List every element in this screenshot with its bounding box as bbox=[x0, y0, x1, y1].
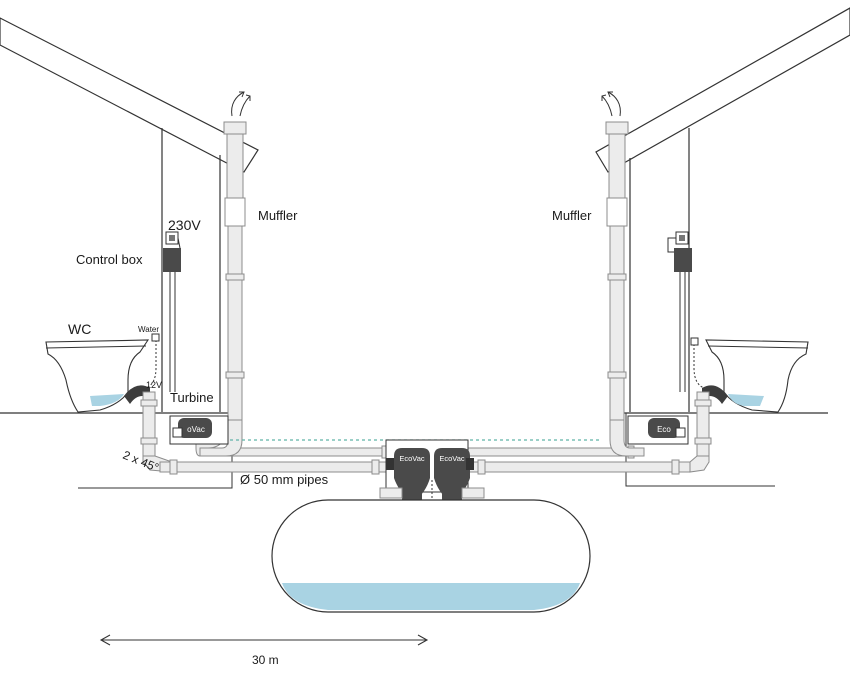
left-roof bbox=[0, 17, 259, 173]
right-exhaust-head-1 bbox=[607, 91, 613, 98]
left-power-wire bbox=[177, 237, 181, 249]
right-drop-joint-2 bbox=[694, 437, 712, 445]
label-control-box: Control box bbox=[76, 252, 143, 267]
label-muffler-left: Muffler bbox=[258, 208, 298, 223]
left-drop-joint-2 bbox=[140, 437, 158, 445]
left-vent-pipe-upper bbox=[226, 133, 244, 199]
left-wc-seat bbox=[45, 345, 147, 349]
main-pipe-joint-3 bbox=[477, 459, 486, 475]
label-230v: 230V bbox=[168, 217, 201, 233]
left-vent-stack bbox=[223, 91, 251, 423]
left-wc-water bbox=[90, 394, 124, 406]
ecovac-outlet-left bbox=[379, 487, 403, 499]
left-wc bbox=[45, 339, 150, 413]
right-wc-seat bbox=[707, 345, 809, 349]
distance-arrow bbox=[99, 634, 429, 646]
tank-water bbox=[282, 583, 580, 610]
left-turbine: oVac bbox=[169, 415, 229, 445]
left-water-valve bbox=[151, 333, 160, 342]
left-electrics bbox=[145, 231, 181, 392]
label-water: Water bbox=[138, 325, 159, 334]
collection-tank bbox=[271, 499, 591, 613]
main-pipe-joint-2 bbox=[371, 459, 380, 475]
right-turbine-body bbox=[648, 418, 680, 438]
right-vent-stack bbox=[601, 91, 629, 423]
ecovac-connector-right bbox=[466, 458, 474, 470]
right-control-box bbox=[674, 248, 692, 272]
right-vent-cap bbox=[605, 121, 629, 135]
label-turbine: Turbine bbox=[170, 390, 214, 405]
left-building bbox=[0, 17, 259, 489]
ecovac-connector-left bbox=[386, 458, 394, 470]
right-vent-pipe-lower bbox=[609, 225, 625, 423]
right-vent-joint-1 bbox=[607, 273, 627, 281]
label-pipes: Ø 50 mm pipes bbox=[240, 472, 329, 487]
main-pipe-joint-4 bbox=[671, 459, 680, 475]
left-vent-cap bbox=[223, 121, 247, 135]
right-water-line bbox=[693, 344, 705, 389]
right-electrics bbox=[667, 231, 705, 392]
left-muffler bbox=[224, 197, 246, 227]
right-wc-bowl bbox=[705, 339, 809, 413]
ecovac-outlet-right bbox=[461, 487, 485, 499]
main-pipe-joint-1 bbox=[169, 459, 178, 475]
label-wc: WC bbox=[68, 321, 91, 337]
right-exhaust-arrow-1 bbox=[607, 91, 621, 117]
right-turbine-brand: Eco bbox=[657, 425, 671, 434]
left-wc-outlet bbox=[124, 385, 150, 404]
left-exhaust-head-2 bbox=[245, 94, 251, 101]
right-roof bbox=[595, 7, 850, 173]
right-wc-water bbox=[728, 394, 764, 406]
right-power-wire bbox=[667, 237, 676, 253]
right-wc bbox=[702, 339, 809, 413]
left-drop-joint-1 bbox=[140, 399, 158, 407]
right-vent-joint-2 bbox=[607, 371, 627, 379]
central-units: EcoVac EcoVac bbox=[379, 439, 485, 524]
right-exhaust-arrow-2 bbox=[601, 95, 613, 117]
left-exhaust-arrow-2 bbox=[239, 95, 251, 117]
left-exhaust-arrow-1 bbox=[231, 91, 245, 117]
left-power-socket-inner bbox=[169, 235, 175, 241]
left-turbine-brand: oVac bbox=[187, 425, 205, 434]
right-vent-elbow bbox=[609, 419, 645, 457]
ecovac-unit-left bbox=[394, 448, 430, 502]
ecovac-unit-right bbox=[434, 448, 470, 502]
left-wc-bowl bbox=[45, 339, 150, 413]
left-control-box bbox=[163, 248, 181, 272]
right-turbine-gauge bbox=[675, 427, 686, 438]
right-exhaust-head-2 bbox=[601, 94, 607, 101]
left-turbine-gauge bbox=[172, 427, 183, 438]
ecovac-brand-right: EcoVac bbox=[439, 454, 465, 463]
left-vent-joint-1 bbox=[225, 273, 245, 281]
right-muffler bbox=[606, 197, 628, 227]
right-elbow-45 bbox=[689, 455, 710, 473]
left-turbine-body bbox=[178, 418, 212, 438]
left-vent-pipe-lower bbox=[227, 225, 243, 423]
left-vent-joint-2 bbox=[225, 371, 245, 379]
right-building bbox=[595, 7, 850, 487]
right-foundation bbox=[625, 413, 775, 487]
right-vent-pipe-upper bbox=[608, 133, 626, 199]
right-drop-joint-1 bbox=[694, 399, 712, 407]
ecovac-brand-left: EcoVac bbox=[399, 454, 425, 463]
right-wc-outlet bbox=[702, 385, 728, 404]
label-muffler-right: Muffler bbox=[552, 208, 592, 223]
left-exhaust-head-1 bbox=[239, 91, 245, 98]
label-distance: 30 m bbox=[252, 653, 279, 667]
right-turbine: Eco bbox=[627, 415, 689, 445]
right-power-socket-inner bbox=[679, 235, 685, 241]
right-water-valve bbox=[690, 337, 699, 346]
label-12v: 12V bbox=[146, 380, 162, 390]
